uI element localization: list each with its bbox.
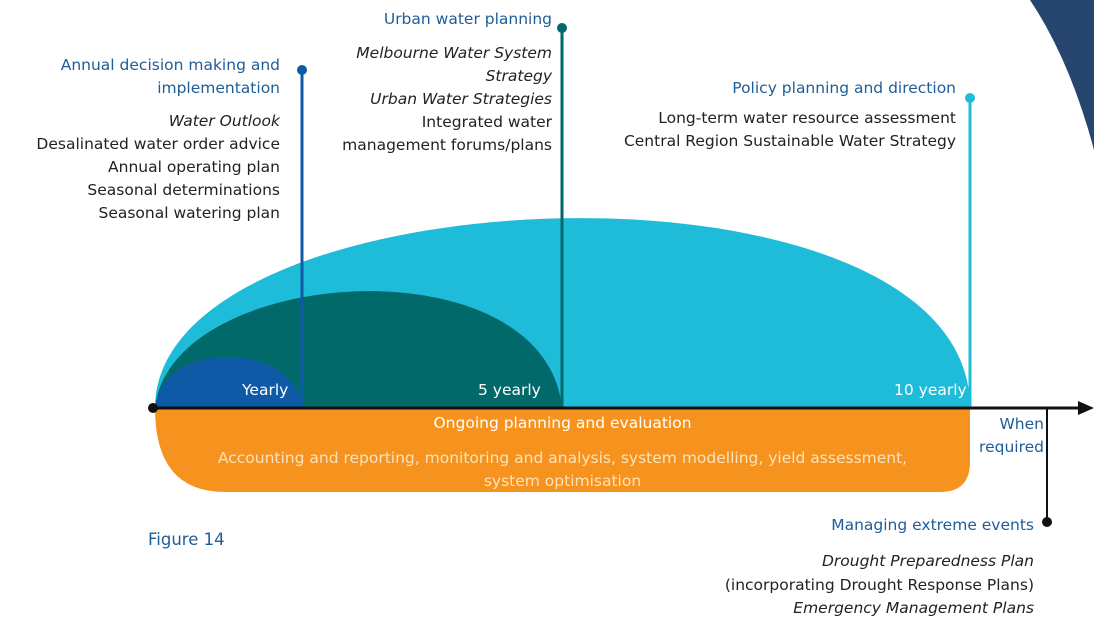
when-required-line1: When — [999, 415, 1044, 433]
ten-yearly-label: 10 yearly — [894, 381, 967, 399]
urban-item: Integrated water — [421, 113, 552, 131]
yearly-dome — [155, 357, 302, 408]
time-axis-origin-dot — [148, 403, 158, 413]
extreme-item: Emergency Management Plans — [793, 599, 1034, 617]
extreme-events-dot — [1042, 517, 1052, 527]
ongoing-detail-line2: system optimisation — [483, 472, 642, 490]
urban-leader-dot — [557, 23, 567, 33]
policy-leader-dot — [965, 93, 975, 103]
when-required-label: When required — [979, 413, 1044, 459]
urban-item: Melbourne Water System — [356, 44, 552, 62]
annual-heading: Annual decision making and implementatio… — [61, 54, 280, 100]
urban-item: Strategy — [485, 67, 552, 85]
policy-items: Long-term water resource assessment Cent… — [624, 107, 956, 153]
annual-item: Seasonal watering plan — [98, 204, 280, 222]
urban-item: management forums/plans — [342, 136, 552, 154]
urban-item: Urban Water Strategies — [370, 90, 552, 108]
policy-heading: Policy planning and direction — [732, 79, 956, 97]
extreme-item: Drought Preparedness Plan — [821, 552, 1034, 570]
annual-heading-line1: Annual decision making and — [60, 56, 280, 74]
time-axis-arrowhead — [1078, 401, 1094, 415]
policy-item: Central Region Sustainable Water Strateg… — [623, 132, 956, 150]
five-yearly-label: 5 yearly — [478, 381, 541, 399]
urban-items: Melbourne Water System Strategy Urban Wa… — [342, 42, 552, 157]
annual-leader-dot — [297, 65, 307, 75]
annual-heading-line2: implementation — [157, 79, 280, 97]
ongoing-detail-line1: Accounting and reporting, monitoring and… — [217, 449, 908, 467]
extreme-item: (incorporating Drought Response Plans) — [724, 575, 1034, 594]
policy-item: Long-term water resource assessment — [658, 109, 956, 127]
ongoing-detail: Accounting and reporting, monitoring and… — [155, 447, 970, 493]
annual-item: Desalinated water order advice — [36, 135, 280, 153]
corner-decoration — [1030, 0, 1094, 150]
annual-item: Water Outlook — [168, 112, 280, 130]
urban-heading: Urban water planning — [383, 10, 552, 28]
annual-items: Water Outlook Desalinated water order ad… — [36, 110, 280, 225]
annual-item: Annual operating plan — [108, 158, 280, 176]
extreme-heading: Managing extreme events — [831, 516, 1034, 534]
when-required-line2: required — [979, 438, 1044, 456]
extreme-items: Drought Preparedness Plan (incorporating… — [725, 550, 1034, 621]
figure-label: Figure 14 — [148, 530, 225, 549]
ongoing-planning-band — [155, 408, 970, 492]
yearly-label: Yearly — [242, 381, 289, 399]
ongoing-heading: Ongoing planning and evaluation — [433, 414, 692, 432]
annual-item: Seasonal determinations — [87, 181, 280, 199]
